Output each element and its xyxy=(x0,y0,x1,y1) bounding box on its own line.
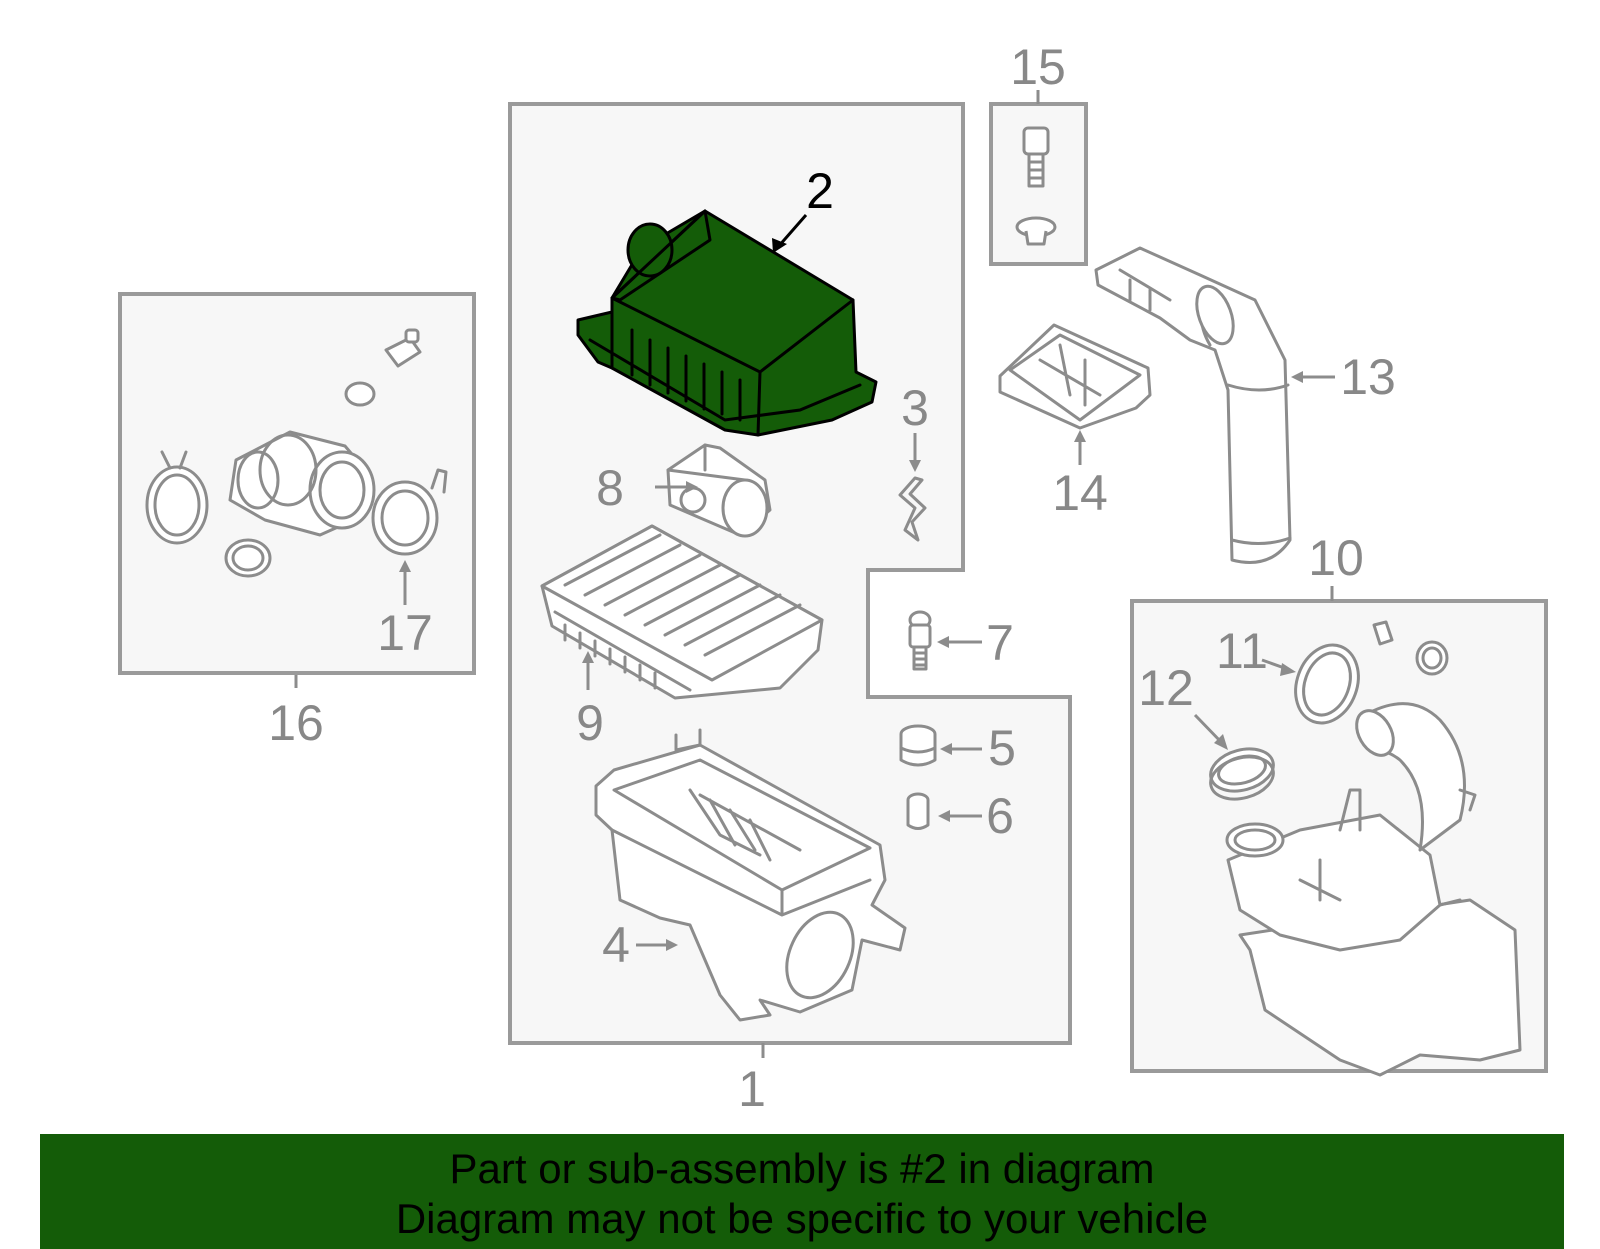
callout-2: 2 xyxy=(806,163,834,219)
callout-1: 1 xyxy=(738,1061,766,1117)
callout-16: 16 xyxy=(268,695,324,751)
part-15-bolt-and-nut[interactable] xyxy=(1015,126,1057,246)
part-10-resonator-assembly[interactable] xyxy=(1225,702,1522,1077)
callout-6: 6 xyxy=(986,788,1014,844)
callout-11: 11 xyxy=(1216,623,1268,679)
callout-12: 12 xyxy=(1138,660,1194,716)
banner-line-1: Part or sub-assembly is #2 in diagram xyxy=(449,1145,1155,1192)
part-11-seal-ring[interactable] xyxy=(1285,620,1449,732)
callout-10: 10 xyxy=(1308,530,1364,586)
info-banner: Part or sub-assembly is #2 in diagram Di… xyxy=(40,1134,1564,1249)
part-16-throttle-body-assembly[interactable] xyxy=(145,328,422,578)
callout-7: 7 xyxy=(986,615,1014,671)
callout-5: 5 xyxy=(988,720,1016,776)
part-2-air-cleaner-cover[interactable] xyxy=(576,209,878,437)
part-5-grommet[interactable] xyxy=(899,724,937,767)
part-14-resonator[interactable] xyxy=(998,323,1152,430)
callout-14: 14 xyxy=(1052,465,1108,521)
callout-8: 8 xyxy=(596,460,624,516)
leader-2 xyxy=(776,214,808,248)
callout-3: 3 xyxy=(901,380,929,436)
arrowhead-2 xyxy=(772,238,787,253)
banner-line-2: Diagram may not be specific to your vehi… xyxy=(395,1195,1209,1242)
part-3-clip[interactable] xyxy=(898,476,927,542)
part-6-bushing[interactable] xyxy=(906,792,930,830)
callout-15: 15 xyxy=(1010,39,1066,95)
part-12-gasket[interactable] xyxy=(1206,742,1278,805)
callout-9: 9 xyxy=(576,695,604,751)
callout-13: 13 xyxy=(1340,349,1396,405)
part-9-air-filter[interactable] xyxy=(540,524,824,700)
part-7-bolt[interactable] xyxy=(908,610,932,671)
part-13-intake-duct[interactable] xyxy=(1094,246,1292,564)
part-4-air-cleaner-body[interactable] xyxy=(594,728,907,1022)
part-17-clamp[interactable] xyxy=(371,468,448,556)
callout-4: 4 xyxy=(602,917,630,973)
callout-17: 17 xyxy=(377,605,433,661)
